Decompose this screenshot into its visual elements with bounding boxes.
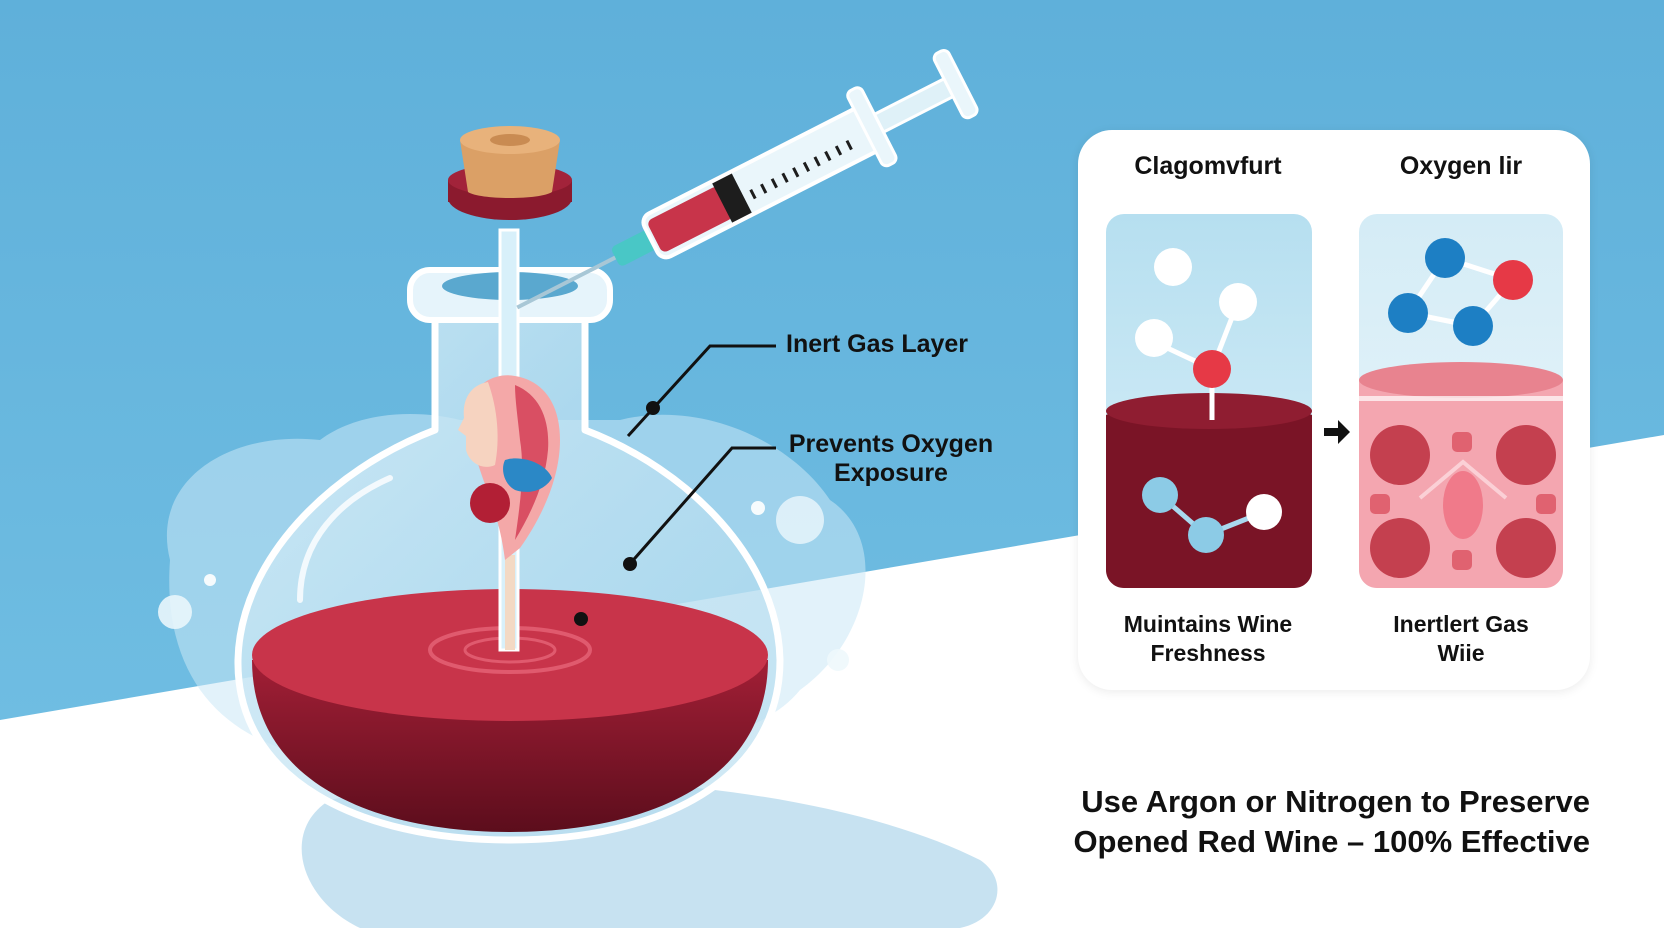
headline: Use Argon or Nitrogen to Preserve Opened…	[950, 782, 1590, 862]
tissue-cell	[1370, 425, 1430, 485]
syringe-wine	[648, 187, 732, 252]
right-atom-blue	[1388, 293, 1428, 333]
glass-bubble	[776, 496, 824, 544]
tissue-nodule	[1370, 494, 1390, 514]
left-caption-line2: Freshness	[1150, 640, 1266, 666]
callout-dot	[574, 612, 588, 626]
tissue-nodule	[1452, 432, 1472, 452]
left-caption-line1: Muintains Wine	[1123, 611, 1293, 637]
left-panel-wine	[1106, 397, 1312, 588]
right-panel-title: Oxygen lir	[1399, 152, 1523, 180]
right-caption-line2: Wiie	[1437, 640, 1485, 666]
syringe-needle	[516, 246, 634, 310]
arrow-icon	[1324, 420, 1350, 444]
left-atom-white	[1135, 319, 1173, 357]
right-atom-red	[1493, 260, 1533, 300]
organ-red	[470, 483, 510, 523]
callout-line-prevents	[626, 446, 776, 567]
left-atom-red	[1193, 350, 1231, 388]
glass-bubble	[751, 501, 765, 515]
tissue-nodule	[1536, 494, 1556, 514]
headline-line2: Opened Red Wine – 100% Effective	[1073, 824, 1590, 859]
left-atom-light-blue	[1142, 477, 1178, 513]
syringe-ticks	[749, 135, 861, 200]
left-panel-wine-top	[1106, 393, 1312, 429]
right-caption-line1: Inertlert Gas	[1393, 611, 1529, 637]
cork	[460, 140, 560, 198]
left-panel-caption: Muintains Wine Freshness	[1088, 610, 1328, 668]
face-profile	[458, 382, 498, 467]
syringe-tip	[611, 230, 656, 266]
right-panel-caption: Inertlert Gas Wiie	[1341, 610, 1581, 668]
callout-prevents-line2: Exposure	[834, 459, 948, 487]
glass-bubble	[827, 649, 849, 671]
headline-line1: Use Argon or Nitrogen to Preserve	[1081, 784, 1590, 819]
wine-surface	[252, 589, 768, 721]
glass-highlight	[297, 475, 393, 603]
organ-blue	[503, 458, 552, 492]
glass-bubble	[158, 595, 192, 629]
right-atom-blue	[1453, 306, 1493, 346]
left-atom-white	[1154, 248, 1192, 286]
syringe-thumb	[932, 48, 979, 120]
comparison-graphics	[1106, 214, 1563, 588]
left-atom-white	[1219, 283, 1257, 321]
tissue-vein	[1418, 459, 1508, 500]
cork-hole	[490, 134, 530, 146]
syringe	[516, 48, 979, 310]
tissue-cell	[1496, 518, 1556, 578]
right-atom-blue	[1425, 238, 1465, 278]
callout-dot-prevents	[623, 557, 637, 571]
glass-bubble	[204, 574, 216, 586]
tissue-cell	[1496, 425, 1556, 485]
comparison-card: Clagomvfurt Oxygen lir Muintains Wine Fr…	[1078, 130, 1590, 690]
callout-dot-inert	[646, 401, 660, 415]
tissue-cell-center	[1443, 471, 1483, 539]
gas-tube-inner	[505, 555, 515, 650]
left-atom-white	[1246, 494, 1282, 530]
callout-prevents-oxygen: Prevents Oxygen Exposure	[776, 430, 1006, 488]
left-panel-title: Clagomvfurt	[1134, 152, 1282, 180]
syringe-plunger-seal	[712, 173, 752, 223]
left-atom-light-blue	[1188, 517, 1224, 553]
tissue-nodule	[1452, 550, 1472, 570]
callout-prevents-line1: Prevents Oxygen	[788, 430, 994, 458]
right-panel-band	[1359, 396, 1563, 401]
tissue-cell	[1370, 518, 1430, 578]
callout-inert-gas-layer: Inert Gas Layer	[786, 330, 969, 358]
right-panel-tissue-top	[1359, 362, 1563, 398]
